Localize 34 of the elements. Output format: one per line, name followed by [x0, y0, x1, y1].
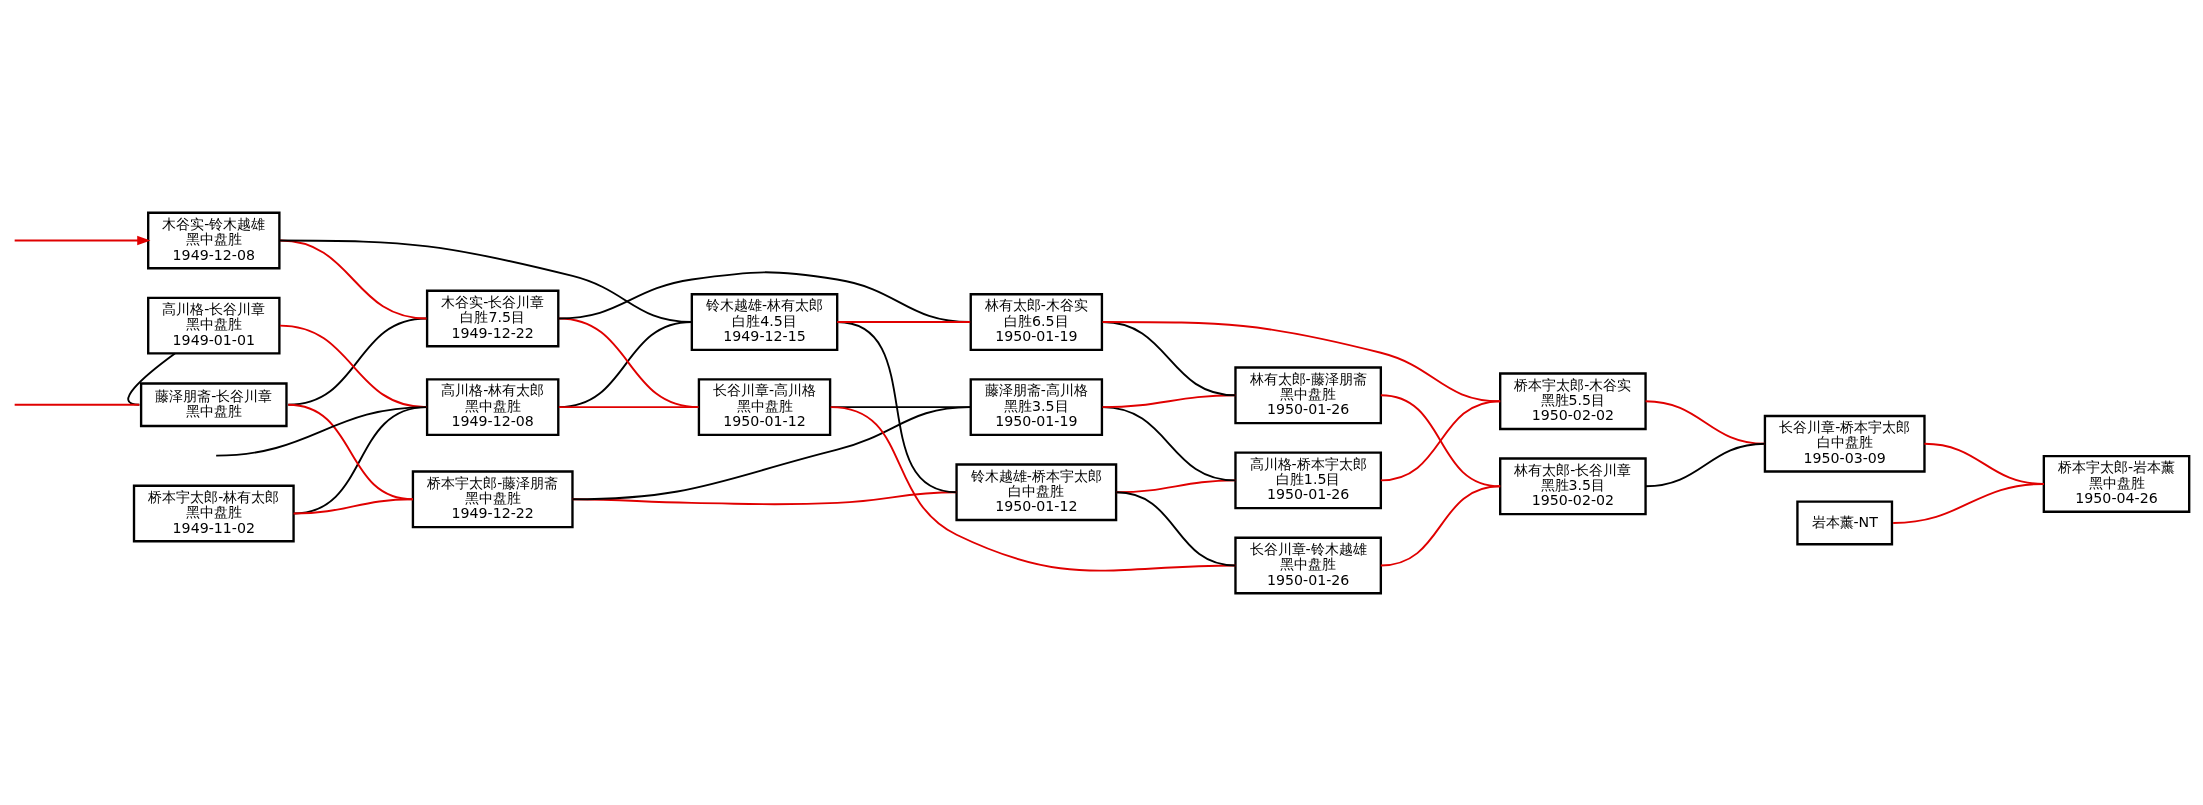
node-box: 藤泽朋斋-高川格 黑胜3.5目 1950-01-19	[969, 377, 1104, 436]
node-box: 林有太郎-长谷川章 黑胜3.5目 1950-02-02	[1499, 456, 1647, 515]
node-box: 铃木越雄-桥本宇太郎 白中盘胜 1950-01-12	[955, 462, 1118, 521]
connector	[1115, 490, 1237, 566]
node-box: 桥本宇太郎-林有太郎 黑中盘胜 1949-11-02	[132, 484, 295, 542]
arrow	[13, 235, 151, 245]
node-box: 桥本宇太郎-岩本薰 黑中盘胜 1950-04-26	[2042, 454, 2191, 513]
node-box: 木谷实-铃木越雄 黑中盘胜 1949-12-08	[147, 211, 281, 269]
node-box: 桥本宇太郎-木谷实 黑胜5.5目 1950-02-02	[1499, 371, 1647, 430]
node-box: 高川格-桥本宇太郎 白胜1.5目 1950-01-26	[1234, 450, 1382, 509]
connector	[287, 403, 414, 500]
node-box: 岩本薰-NT	[1796, 500, 1894, 545]
connector	[829, 405, 1237, 571]
connector	[279, 239, 428, 319]
connector	[1892, 482, 2045, 524]
connector	[1379, 484, 1502, 566]
connector	[127, 351, 176, 406]
node-box: 木谷实-长谷川章 白胜7.5目 1949-12-22	[425, 289, 560, 347]
node-box: 高川格-林有太郎 黑中盘胜 1949-12-08	[425, 377, 560, 436]
node-box: 长谷川章-桥本宇太郎 白中盘胜 1950-03-09	[1763, 414, 1926, 473]
node-box: 桥本宇太郎-藤泽朋斋 黑中盘胜 1949-12-22	[411, 469, 574, 528]
node-box: 林有太郎-藤泽朋斋 黑中盘胜 1950-01-26	[1234, 365, 1382, 424]
node-box: 林有太郎-木谷实 白胜6.5目 1950-01-19	[969, 292, 1104, 351]
node-box: 长谷川章-高川格 黑中盘胜 1950-01-12	[697, 377, 832, 436]
node-box: 藤泽朋斋-长谷川章 黑中盘胜	[139, 381, 288, 427]
connector	[13, 403, 141, 406]
connector	[215, 405, 428, 457]
connector	[1644, 442, 1766, 487]
node-box: 铃木越雄-林有太郎 白胜4.5目 1949-12-15	[690, 292, 839, 351]
node-box: 长谷川章-铃木越雄 黑中盘胜 1950-01-26	[1234, 536, 1382, 594]
connector	[836, 320, 972, 323]
connector	[557, 270, 972, 323]
connector	[571, 405, 972, 500]
node-box: 高川格-长谷川章 黑中盘胜 1949-01-01	[147, 296, 281, 355]
